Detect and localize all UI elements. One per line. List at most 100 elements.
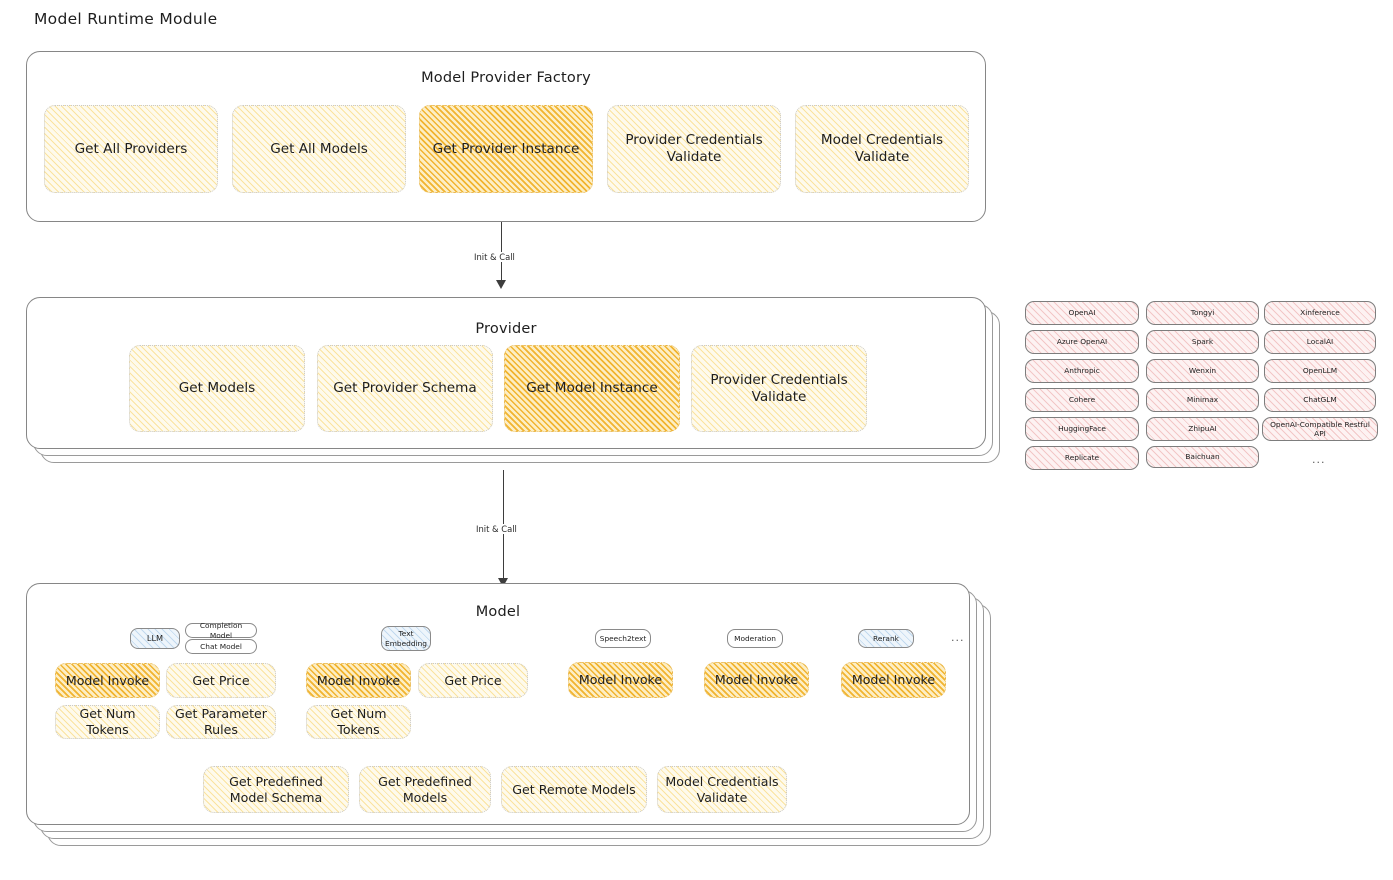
method-label: Model Invoke — [714, 672, 799, 688]
model-type-label: Moderation — [734, 633, 776, 643]
moderation-method-model-invoke[interactable]: Model Invoke — [704, 662, 809, 698]
provider-item-label: Get Models — [178, 380, 256, 396]
model-type-chip-llm[interactable]: LLM — [130, 628, 180, 649]
provider-chip-label: LocalAI — [1306, 337, 1334, 347]
llm-method-get-num-tokens[interactable]: Get Num Tokens — [55, 705, 160, 739]
provider-item-get-provider-schema[interactable]: Get Provider Schema — [317, 345, 493, 432]
provider-item-label: Get Provider Schema — [333, 380, 477, 396]
provider-chip-minimax[interactable]: Minimax — [1146, 388, 1259, 412]
model-type-label: Speech2text — [599, 633, 647, 643]
provider-chip-label: OpenAI — [1068, 308, 1096, 318]
provider-chip-chatglm[interactable]: ChatGLM — [1264, 388, 1376, 412]
method-label: Get Num Tokens — [79, 706, 136, 737]
method-label: Get Remote Models — [512, 781, 636, 797]
model-common-method-get-predefined-model-schema[interactable]: Get Predefined Model Schema — [203, 766, 349, 813]
provider-chip-replicate[interactable]: Replicate — [1025, 446, 1139, 470]
provider-chip-openai[interactable]: OpenAI — [1025, 301, 1139, 325]
provider-chip-label: Anthropic — [1064, 366, 1100, 376]
page-title: Model Runtime Module — [34, 10, 218, 28]
model-type-chip-text-embedding[interactable]: Text Embedding — [381, 626, 431, 651]
model-subtype-label: Completion Model — [199, 621, 243, 640]
provider-chip-label: OpenLLM — [1302, 366, 1338, 376]
method-label: Get Price — [192, 672, 250, 688]
factory-item-label: Get All Models — [270, 140, 368, 157]
model-type-chip-speech2text[interactable]: Speech2text — [595, 629, 651, 648]
factory-item-get-all-models[interactable]: Get All Models — [232, 105, 406, 193]
arrow-provider-to-model-label: Init & Call — [472, 524, 521, 534]
provider-chip-anthropic[interactable]: Anthropic — [1025, 359, 1139, 383]
factory-item-get-provider-instance[interactable]: Get Provider Instance — [419, 105, 593, 193]
provider-chip-label: Spark — [1191, 337, 1214, 347]
provider-chip-baichuan[interactable]: Baichuan — [1146, 446, 1259, 468]
method-label: Model Invoke — [851, 672, 936, 688]
provider-chip-openai-compatible-restful-api[interactable]: OpenAI-Compatible Restful API — [1262, 417, 1378, 441]
provider-item-provider-credentials-validate[interactable]: Provider Credentials Validate — [691, 345, 867, 432]
provider-chip-label: Tongyi — [1190, 308, 1215, 318]
provider-chip-spark[interactable]: Spark — [1146, 330, 1259, 354]
model-type-label: Text Embedding — [385, 629, 427, 648]
provider-chip-label: OpenAI-Compatible Restful API — [1270, 419, 1370, 438]
factory-item-label: Get All Providers — [74, 140, 188, 157]
provider-chip-label: Wenxin — [1188, 366, 1217, 376]
method-label: Model Invoke — [578, 672, 663, 688]
provider-chip-label: Baichuan — [1185, 452, 1220, 462]
provider-chip-label: Minimax — [1186, 395, 1219, 405]
factory-item-label: Model Credentials Validate — [820, 132, 944, 165]
provider-chip-label: Replicate — [1064, 453, 1100, 463]
method-label: Get Parameter Rules — [175, 706, 267, 737]
text-embedding-method-get-num-tokens[interactable]: Get Num Tokens — [306, 705, 411, 739]
model-subtype-chip-chat-model[interactable]: Chat Model — [185, 639, 257, 654]
model-type-label: LLM — [146, 633, 164, 644]
rerank-method-model-invoke[interactable]: Model Invoke — [841, 662, 946, 698]
factory-item-label: Get Provider Instance — [432, 140, 580, 157]
factory-item-get-all-providers[interactable]: Get All Providers — [44, 105, 218, 193]
model-type-chip-rerank[interactable]: Rerank — [858, 629, 914, 648]
provider-chip-xinference[interactable]: Xinference — [1264, 301, 1376, 325]
provider-chip-label: Cohere — [1068, 395, 1096, 405]
provider-chip-azure-openai[interactable]: Azure OpenAI — [1025, 330, 1139, 354]
provider-chip-cohere[interactable]: Cohere — [1025, 388, 1139, 412]
model-common-method-get-remote-models[interactable]: Get Remote Models — [501, 766, 647, 813]
model-provider-factory-title: Model Provider Factory — [421, 70, 591, 86]
provider-chip-wenxin[interactable]: Wenxin — [1146, 359, 1259, 383]
provider-item-get-model-instance[interactable]: Get Model Instance — [504, 345, 680, 432]
provider-chip-label: Xinference — [1300, 308, 1340, 318]
factory-item-provider-credentials-validate[interactable]: Provider Credentials Validate — [607, 105, 781, 193]
provider-chip-label: ChatGLM — [1303, 395, 1337, 405]
model-card — [26, 583, 970, 825]
arrow-factory-to-provider-label: Init & Call — [470, 252, 519, 262]
factory-item-label: Provider Credentials Validate — [625, 132, 763, 165]
model-subtype-chip-completion-model[interactable]: Completion Model — [185, 621, 257, 640]
model-subtype-label: Chat Model — [200, 641, 242, 651]
model-type-chip-moderation[interactable]: Moderation — [727, 629, 783, 648]
provider-chip-label: Azure OpenAI — [1056, 337, 1108, 347]
model-common-method-get-predefined-models[interactable]: Get Predefined Models — [359, 766, 491, 813]
provider-item-get-models[interactable]: Get Models — [129, 345, 305, 432]
method-label: Get Predefined Models — [378, 773, 472, 805]
model-types-more-ellipsis: ... — [951, 631, 965, 644]
text-embedding-method-get-price[interactable]: Get Price — [418, 663, 528, 698]
provider-chip-huggingface[interactable]: HuggingFace — [1025, 417, 1139, 441]
factory-item-model-credentials-validate[interactable]: Model Credentials Validate — [795, 105, 969, 193]
method-label: Model Credentials Validate — [665, 773, 779, 805]
model-common-method-model-credentials-validate[interactable]: Model Credentials Validate — [657, 766, 787, 813]
provider-item-label: Get Model Instance — [526, 380, 658, 396]
provider-chip-openllm[interactable]: OpenLLM — [1264, 359, 1376, 383]
method-label: Get Price — [444, 672, 502, 688]
method-label: Get Num Tokens — [330, 706, 387, 737]
provider-title: Provider — [475, 321, 537, 337]
llm-method-model-invoke[interactable]: Model Invoke — [55, 663, 160, 698]
llm-method-get-price[interactable]: Get Price — [166, 663, 276, 698]
model-title: Model — [475, 604, 521, 620]
provider-chip-zhipuai[interactable]: ZhipuAI — [1146, 417, 1259, 441]
method-label: Get Predefined Model Schema — [229, 773, 323, 805]
provider-chip-localai[interactable]: LocalAI — [1264, 330, 1376, 354]
provider-chip-tongyi[interactable]: Tongyi — [1146, 301, 1259, 325]
llm-method-get-parameter-rules[interactable]: Get Parameter Rules — [166, 705, 276, 739]
speech2text-method-model-invoke[interactable]: Model Invoke — [568, 662, 673, 698]
method-label: Model Invoke — [65, 672, 150, 688]
provider-chip-label: HuggingFace — [1058, 424, 1106, 434]
text-embedding-method-model-invoke[interactable]: Model Invoke — [306, 663, 411, 698]
provider-chip-label: ZhipuAI — [1188, 424, 1217, 434]
